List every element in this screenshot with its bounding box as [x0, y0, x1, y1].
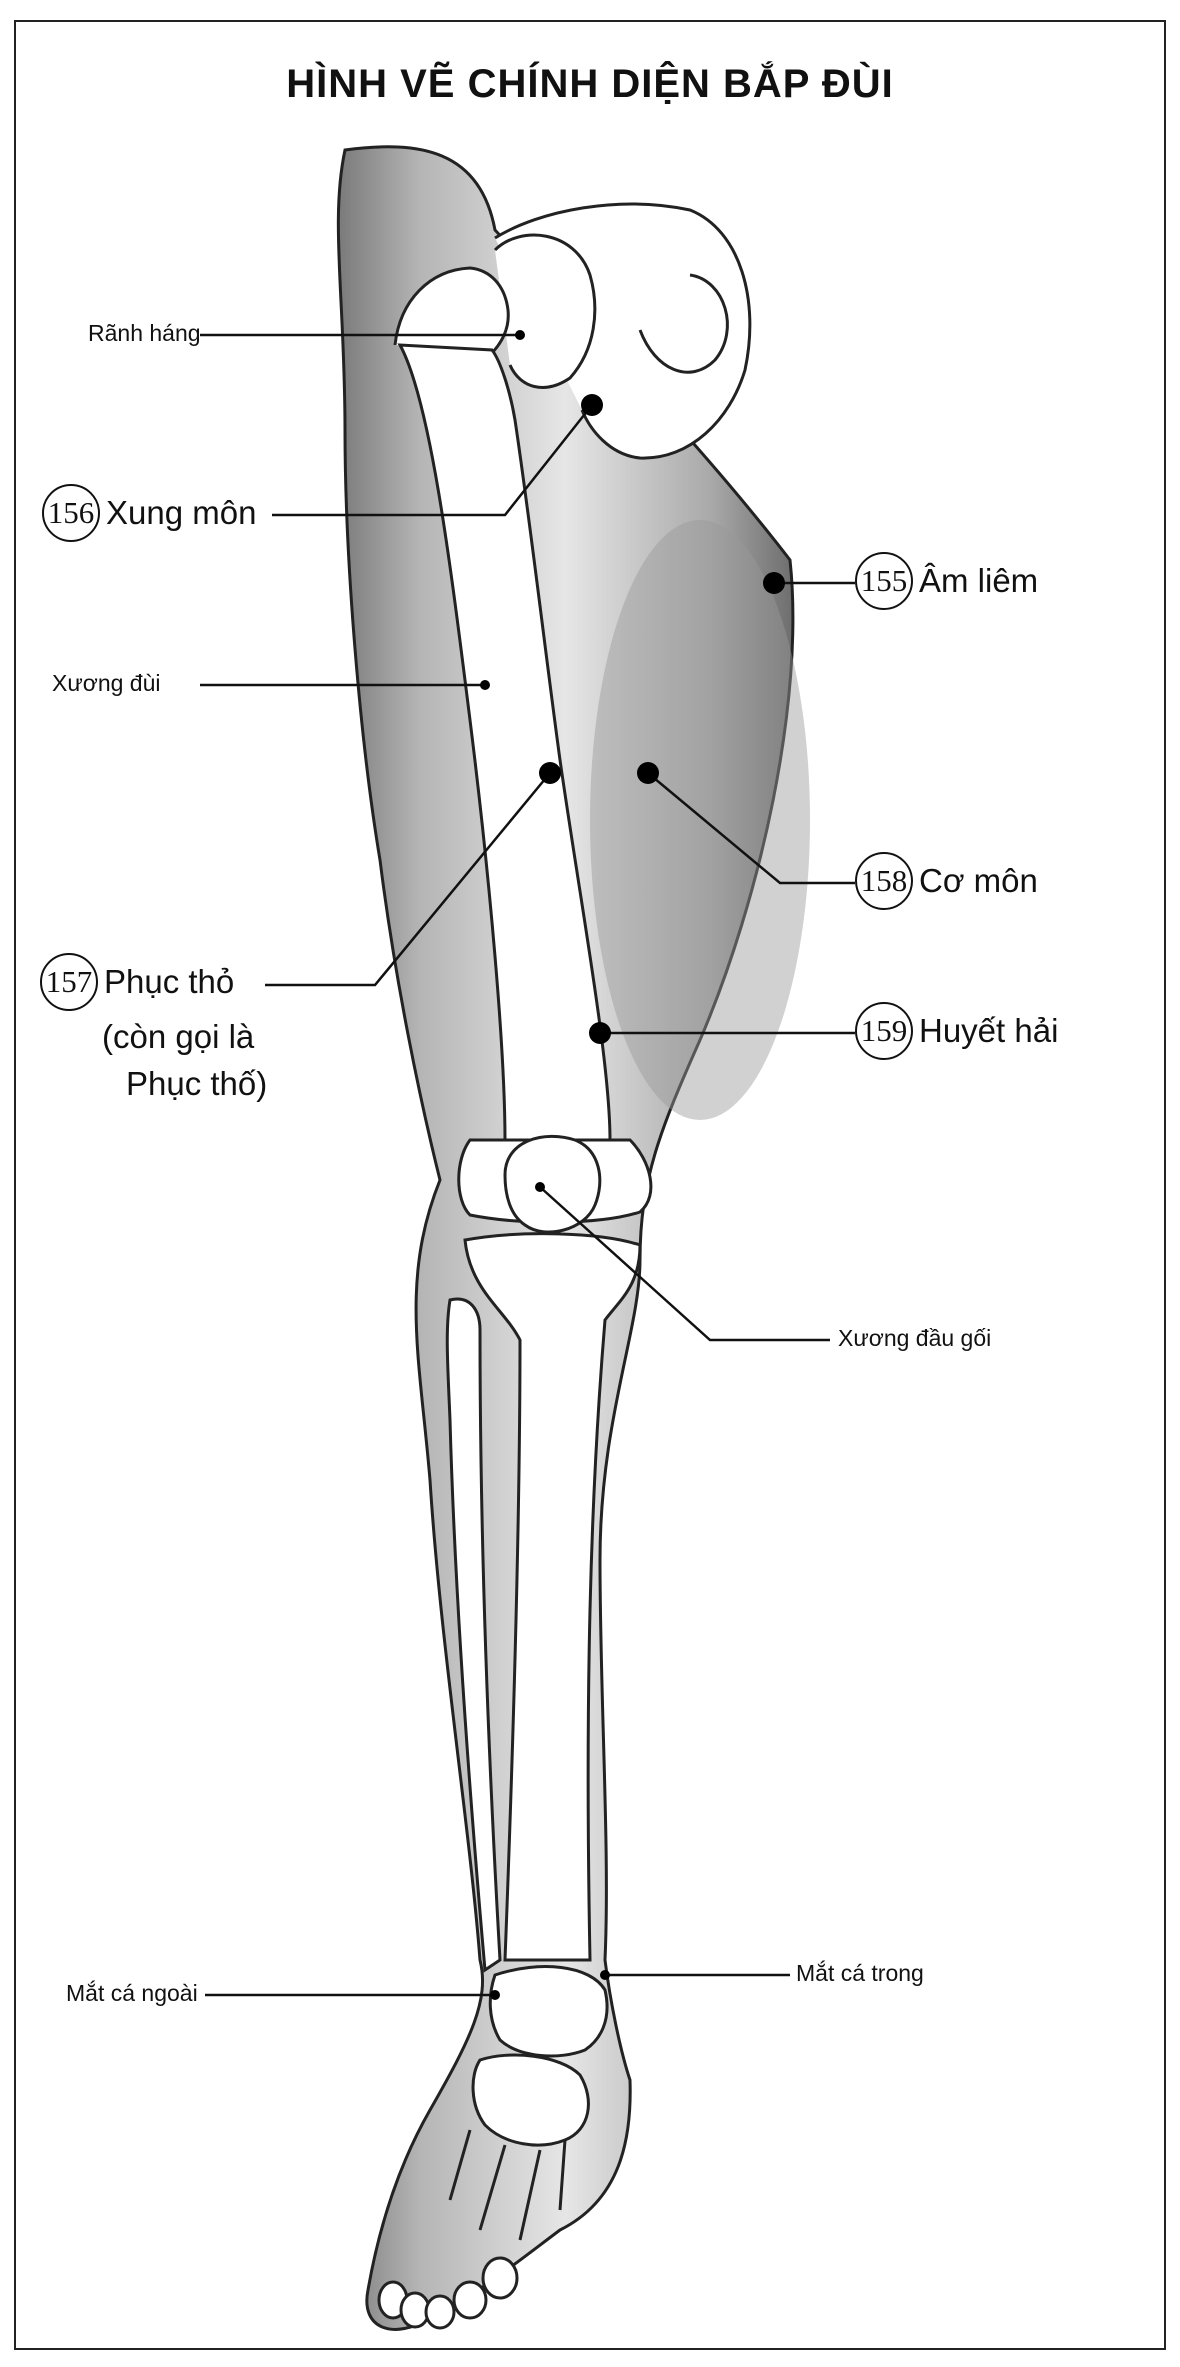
acupoint-157-name: Phục thỏ: [104, 963, 235, 1000]
thigh-shade: [590, 520, 810, 1120]
acupoint-155-name: Âm liêm: [919, 562, 1039, 599]
acupoint-158-label: 158 Cơ môn: [855, 852, 1038, 910]
acupoint-159-number: 159: [855, 1002, 913, 1060]
patella-bone: [503, 1134, 602, 1234]
acupoint-157-note-line1: (còn gọi là: [102, 1018, 255, 1055]
acupoint-159-dot: [589, 1022, 611, 1044]
leader-157: [265, 772, 551, 987]
talus-bone: [488, 1965, 609, 2058]
acupoint-157-dot: [539, 762, 561, 784]
label-mat-ca-ngoai: Mắt cá ngoài: [66, 1980, 198, 2006]
acupoint-155-label: 155 Âm liêm: [855, 552, 1038, 610]
label-mat-ca-trong: Mắt cá trong: [796, 1960, 924, 1986]
xuong-dau-goi-dot: [535, 1182, 545, 1192]
acupoint-156-dot: [581, 394, 603, 416]
metatarsal-lines: [448, 2129, 567, 2241]
tarsal-bones: [471, 2053, 590, 2147]
acupoint-156-label: 156 Xung môn: [42, 484, 256, 542]
tibia-bone: [463, 1232, 642, 1962]
acupoint-155-number: 155: [855, 552, 913, 610]
acupoint-157-label: 157 Phục thỏ: [40, 953, 234, 1011]
greater-trochanter: [393, 266, 510, 357]
xuong-dui-dot: [480, 680, 490, 690]
acupoint-158-dot: [637, 762, 659, 784]
acupoint-158-number: 158: [855, 852, 913, 910]
label-xuong-dau-goi: Xương đầu gối: [838, 1325, 992, 1351]
label-ranh-hang: Rãnh háng: [88, 320, 201, 346]
mat-ca-ngoai-dot: [490, 1990, 500, 2000]
acupoint-159-label: 159 Huyết hải: [855, 1002, 1058, 1060]
fibula-bone: [445, 1297, 502, 1973]
obturator-outline: [638, 273, 729, 374]
acupoint-156-number: 156: [42, 484, 100, 542]
ranh-hang-dot: [515, 330, 525, 340]
figure-title: HÌNH VẼ CHÍNH DIỆN BẮP ĐÙI: [286, 62, 894, 106]
leader-xuong-dau-goi: [539, 1186, 830, 1342]
mat-ca-trong-dot: [600, 1970, 610, 1980]
acupoint-156-name: Xung môn: [106, 494, 257, 531]
figure-frame: [14, 20, 1166, 2350]
acupoint-159-name: Huyết hải: [919, 1012, 1059, 1049]
femur-head: [493, 233, 597, 389]
leader-156: [272, 404, 593, 517]
femur-shaft: [397, 343, 612, 1142]
acupoint-157-number: 157: [40, 953, 98, 1011]
label-xuong-dui: Xương đùi: [52, 670, 161, 696]
leader-lines: [200, 333, 855, 1997]
leader-158: [647, 772, 855, 885]
toes: [377, 2256, 519, 2330]
acupoint-157-note-line2: Phục thố): [126, 1065, 268, 1102]
acupoints: [480, 330, 785, 2000]
acupoint-158-name: Cơ môn: [919, 862, 1038, 899]
acupoint-155-dot: [763, 572, 785, 594]
